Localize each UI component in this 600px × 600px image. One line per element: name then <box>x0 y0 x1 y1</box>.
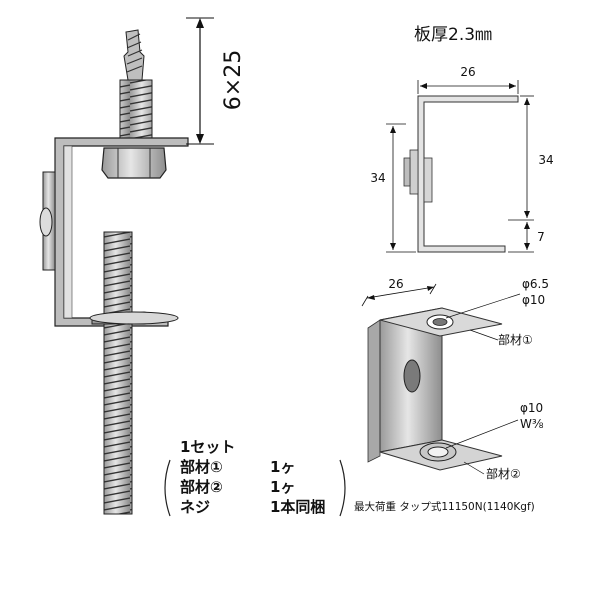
set-list: 1セット 部材① 1ヶ 部材② 1ヶ ネジ 1本同梱 <box>164 438 346 517</box>
part1-label: 部材① <box>498 332 533 347</box>
max-load-label: 最大荷重 タップ式11150N(1140Kgf) <box>354 500 535 513</box>
hole-bot-2-label: W⅜ <box>520 417 544 431</box>
bracket-part1-side <box>39 137 189 327</box>
iso-width-label: 26 <box>388 277 403 291</box>
set-row-2-qty: 1ヶ <box>270 478 295 496</box>
threaded-rod <box>89 231 179 515</box>
hole-bot-1-label: φ10 <box>520 401 543 415</box>
drill-screw <box>119 29 153 139</box>
side-width-label: 26 <box>460 65 475 79</box>
set-row-2-name: 部材② <box>180 478 223 496</box>
plate-thickness-label: 板厚2.3㎜ <box>414 25 492 45</box>
bracket-isometric-view: 26 φ6.5 φ10 部材① φ10 W⅜ 部材② <box>361 277 549 481</box>
hole-top-1-label: φ6.5 <box>522 277 549 291</box>
side-height-left-label: 34 <box>370 171 385 185</box>
set-row-3-name: ネジ <box>180 498 210 516</box>
bracket-side-profile: 板厚2.3㎜ 26 34 7 34 <box>370 25 554 253</box>
part2-label: 部材② <box>486 466 521 481</box>
side-bottom-label: 7 <box>537 230 545 244</box>
set-row-1-name: 部材① <box>180 458 223 476</box>
bolt-length-dimension: 6×25 <box>186 17 246 145</box>
bolt-size-label: 6×25 <box>221 50 246 110</box>
hex-nut <box>101 147 167 179</box>
set-title: 1セット <box>180 438 235 456</box>
set-row-1-qty: 1ヶ <box>270 458 295 476</box>
side-height-right-label: 34 <box>538 153 553 167</box>
set-row-3-qty: 1本同梱 <box>270 498 325 516</box>
assembled-bracket-view: 6×25 <box>39 17 246 515</box>
hole-top-2-label: φ10 <box>522 293 545 307</box>
